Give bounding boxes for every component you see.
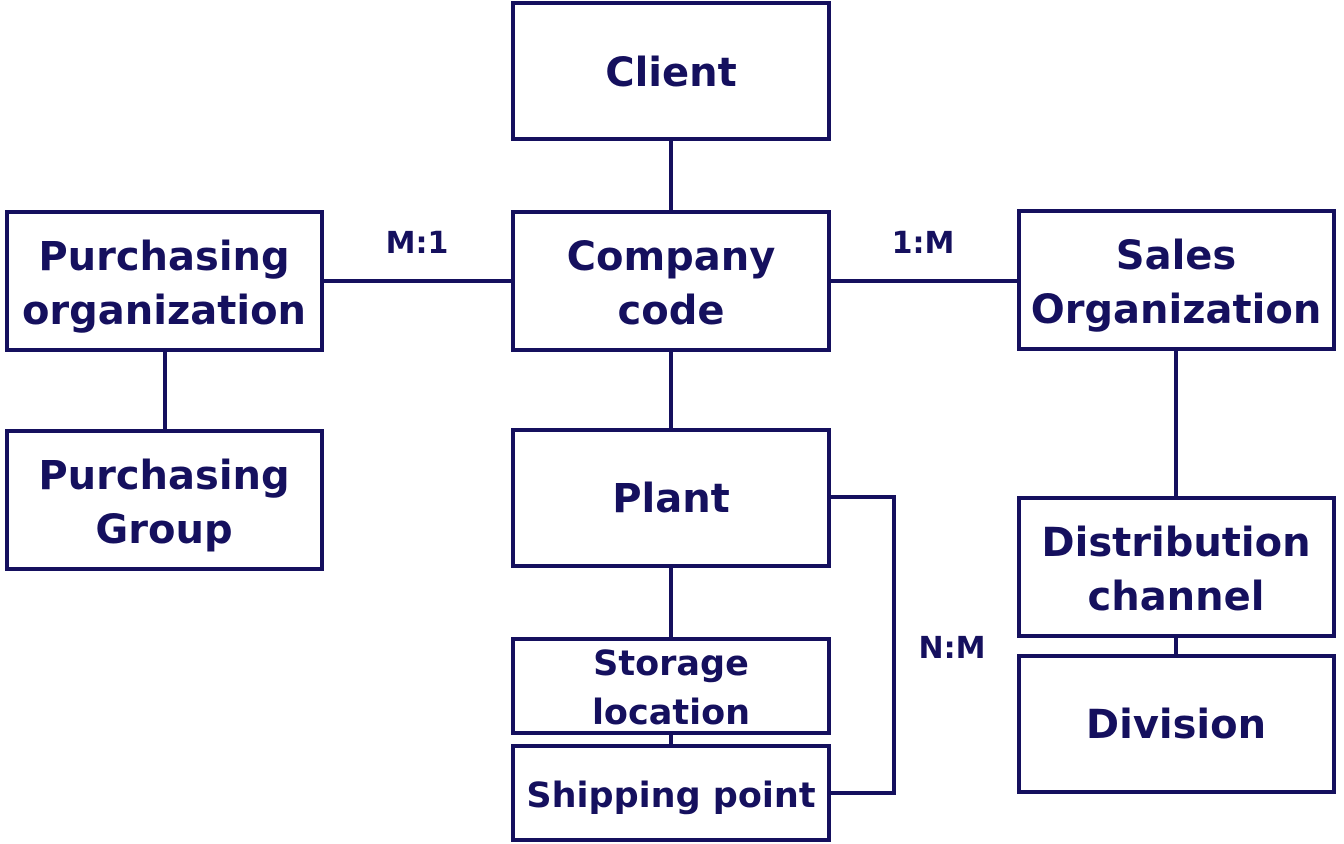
- node-distribution-channel-label-line-1: Distribution: [1041, 520, 1310, 566]
- node-storage-location-label-line-2: location: [592, 693, 750, 733]
- node-division-label: Division: [1086, 702, 1266, 748]
- node-purchasing-group-label-line-2: Group: [95, 507, 232, 553]
- node-purchasing-group: Purchasing Group: [5, 429, 324, 571]
- node-purchasing-group-label-line-1: Purchasing: [38, 453, 289, 499]
- node-division: Division: [1017, 654, 1336, 794]
- node-shipping-point-label: Shipping point: [526, 776, 815, 816]
- connectors: [163, 139, 1178, 795]
- node-client-label: Client: [605, 50, 737, 96]
- node-distribution-channel: Distribution channel: [1017, 496, 1336, 638]
- node-company-code: Company code: [511, 210, 831, 352]
- node-company-code-label-line-2: code: [618, 288, 725, 334]
- node-sales-organization-label-line-1: Sales: [1116, 233, 1236, 279]
- node-sales-organization-label-line-2: Organization: [1031, 287, 1322, 333]
- node-purchasing-organization-label-line-1: Purchasing: [38, 234, 289, 280]
- edge-label-1-m: 1:M: [892, 226, 955, 261]
- node-purchasing-organization: Purchasing organization: [5, 210, 324, 352]
- edge-labels: M:1 1:M N:M: [386, 226, 986, 666]
- node-distribution-channel-label-line-2: channel: [1088, 574, 1265, 620]
- node-company-code-label-line-1: Company: [567, 234, 776, 280]
- edge-label-m-1: M:1: [386, 226, 449, 261]
- node-client: Client: [511, 1, 831, 141]
- node-storage-location-label-line-1: Storage: [593, 644, 749, 684]
- edge-label-n-m: N:M: [919, 631, 986, 666]
- edge-plant-shipping-point: [829, 495, 896, 795]
- node-plant: Plant: [511, 428, 831, 568]
- node-shipping-point: Shipping point: [511, 744, 831, 842]
- node-plant-label: Plant: [612, 476, 730, 522]
- node-storage-location: Storage location: [511, 637, 831, 735]
- node-sales-organization: Sales Organization: [1017, 209, 1336, 351]
- node-purchasing-organization-label-line-2: organization: [22, 288, 306, 334]
